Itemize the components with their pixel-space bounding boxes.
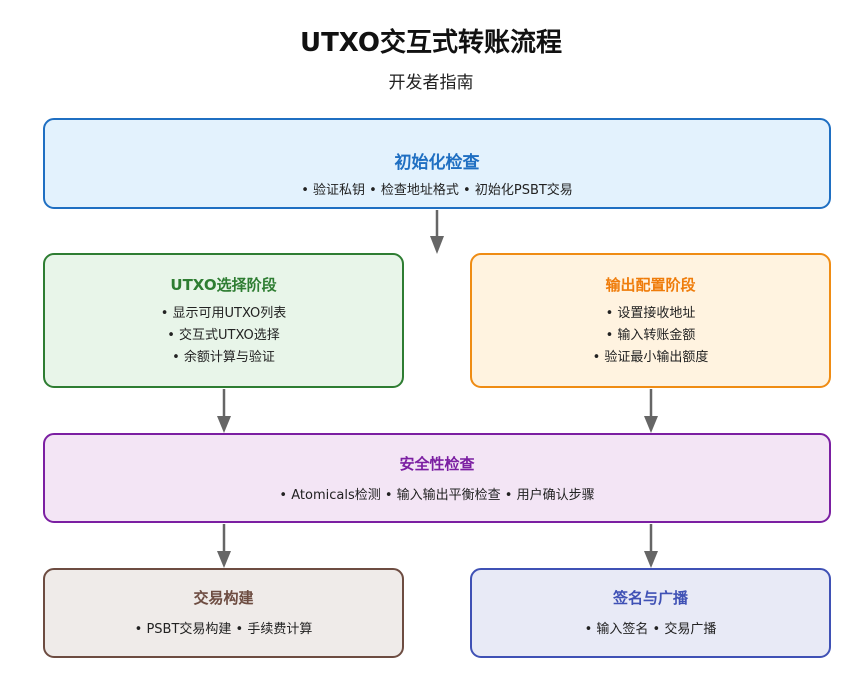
output-config-item: • 输入转账金额 (605, 328, 696, 343)
arrowhead-security-right (644, 416, 658, 433)
sign-broadcast-node: 签名与广播 • 输入签名 • 交易广播 (470, 568, 831, 658)
tx-build-node: 交易构建 • PSBT交易构建 • 手续费计算 (43, 568, 404, 658)
utxo-selection-item: • 显示可用UTXO列表 (160, 306, 287, 321)
utxo-selection-item: • 交互式UTXO选择 (167, 328, 280, 343)
utxo-selection-item: • 余额计算与验证 (172, 350, 275, 365)
page-title: UTXO交互式转账流程 (299, 28, 563, 58)
arrowhead-build (217, 551, 231, 568)
arrowhead-init (430, 236, 444, 254)
sign-broadcast-details: • 输入签名 • 交易广播 (584, 622, 717, 637)
arrowhead-sign (644, 551, 658, 568)
init-check-details: • 验证私钥 • 检查地址格式 • 初始化PSBT交易 (301, 183, 573, 198)
tx-build-details: • PSBT交易构建 • 手续费计算 (134, 622, 313, 637)
output-config-title: 输出配置阶段 (605, 276, 696, 294)
page-subtitle: 开发者指南 (388, 73, 474, 93)
tx-build-title: 交易构建 (193, 589, 254, 607)
output-config-item: • 验证最小输出额度 (592, 350, 709, 365)
init-check-node: 初始化检查 • 验证私钥 • 检查地址格式 • 初始化PSBT交易 (43, 118, 831, 209)
security-check-title: 安全性检查 (399, 455, 475, 473)
output-config-node: 输出配置阶段 • 设置接收地址 • 输入转账金额 • 验证最小输出额度 (470, 253, 831, 388)
init-check-title: 初始化检查 (394, 153, 480, 173)
arrowhead-security-left (217, 416, 231, 433)
security-check-node: 安全性检查 • Atomicals检测 • 输入输出平衡检查 • 用户确认步骤 (43, 433, 831, 523)
sign-broadcast-title: 签名与广播 (612, 589, 688, 607)
output-config-item: • 设置接收地址 (605, 306, 696, 321)
security-check-details: • Atomicals检测 • 输入输出平衡检查 • 用户确认步骤 (279, 488, 595, 503)
utxo-selection-title: UTXO选择阶段 (170, 276, 277, 294)
utxo-selection-node: UTXO选择阶段 • 显示可用UTXO列表 • 交互式UTXO选择 • 余额计算… (43, 253, 404, 388)
